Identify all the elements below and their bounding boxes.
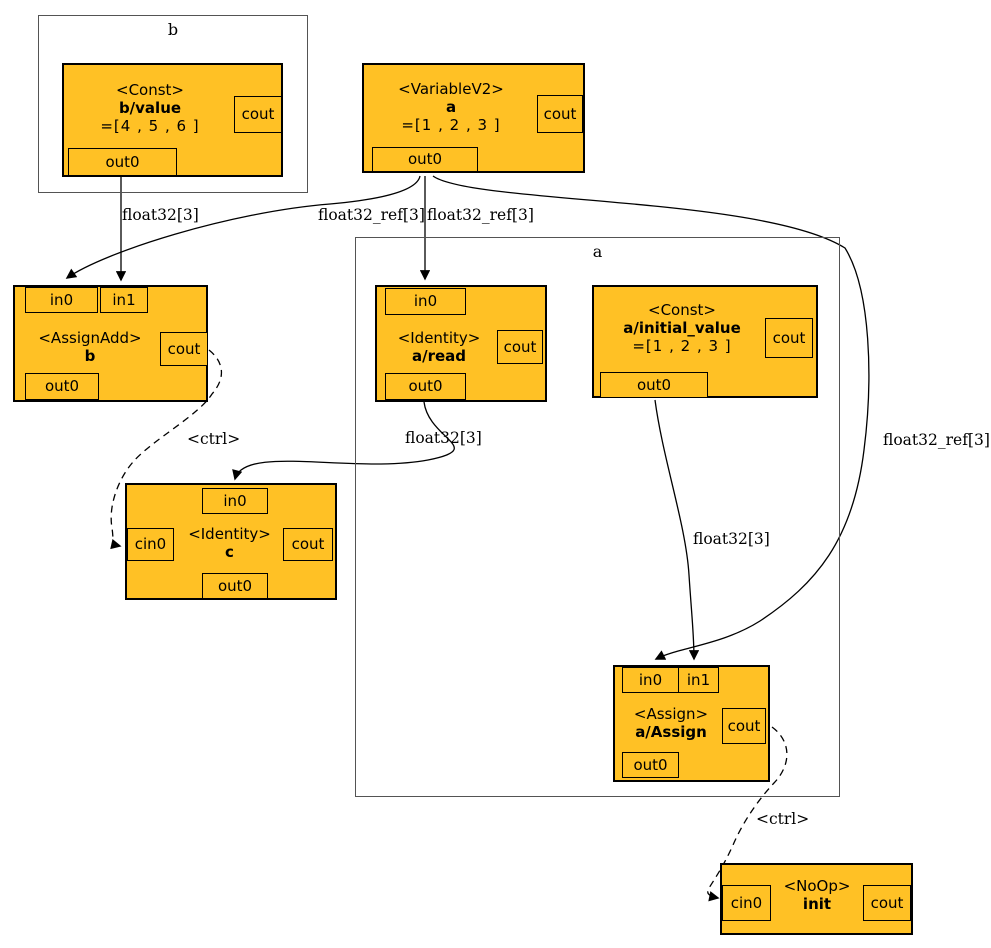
cluster-b: b [38, 15, 308, 193]
node-assign-a-assign: in0 in1 <Assign> a/Assign cout out0 [613, 665, 770, 782]
node-const-a-initial-value: <Const> a/initial_value =[1 , 2 , 3 ] co… [592, 285, 818, 398]
node-type-label: <Identity> [188, 525, 271, 543]
node-name: b [84, 347, 96, 365]
node-value: =[4 , 5 , 6 ] [100, 117, 200, 135]
node-type-label: <Const> [116, 81, 184, 99]
edge-label-float32-aread-c: float32[3] [405, 429, 482, 447]
cluster-a: a [355, 237, 840, 797]
port-out0: out0 [372, 147, 478, 172]
node-noop-init: cin0 <NoOp> init cout [720, 863, 913, 935]
edge-label-ctrl-init: <ctrl> [756, 810, 810, 828]
cluster-a-label: a [592, 242, 603, 261]
port-cout: cout [497, 330, 543, 364]
edge-label-float32-bvalue: float32[3] [122, 206, 199, 224]
node-name: a [445, 98, 457, 116]
node-name: a/initial_value [623, 319, 741, 337]
node-name: b/value [118, 99, 182, 117]
edge-label-float32-initvalue: float32[3] [693, 530, 770, 548]
node-type-label: <Assign> [633, 705, 709, 723]
port-in0: in0 [385, 288, 466, 315]
port-cout: cout [283, 528, 333, 561]
port-cout: cout [537, 95, 583, 133]
port-cin0: cin0 [722, 885, 771, 921]
port-cin0: cin0 [127, 528, 174, 561]
port-out0: out0 [622, 752, 679, 778]
node-variablev2-a: <VariableV2> a =[1 , 2 , 3 ] cout out0 [362, 63, 585, 173]
node-type-label: <VariableV2> [398, 80, 504, 98]
port-in0: in0 [202, 488, 268, 514]
node-value: =[1 , 2 , 3 ] [401, 116, 501, 134]
node-identity-c: in0 cin0 <Identity> c cout out0 [125, 483, 337, 600]
node-name: c [225, 543, 234, 561]
port-out0: out0 [385, 373, 466, 400]
port-out0: out0 [202, 573, 268, 599]
port-out0: out0 [68, 148, 177, 176]
node-name: init [802, 895, 832, 913]
port-in0: in0 [622, 667, 679, 693]
port-cout: cout [863, 885, 911, 921]
port-cout: cout [234, 96, 282, 133]
port-in0: in0 [25, 287, 98, 313]
node-name: a/read [411, 347, 467, 365]
node-type-label: <Identity> [397, 329, 481, 347]
cluster-b-label: b [167, 20, 179, 39]
node-assignadd-b: in0 in1 <AssignAdd> b cout out0 [13, 285, 208, 402]
port-in1: in1 [100, 287, 148, 313]
edge-label-ctrl-c: <ctrl> [187, 430, 241, 448]
node-value: =[1 , 2 , 3 ] [632, 337, 732, 355]
edge-label-ref-aassign: float32_ref[3] [883, 431, 990, 449]
node-type-label: <AssignAdd> [38, 329, 142, 347]
port-out0: out0 [25, 373, 99, 400]
node-const-b-value: <Const> b/value =[4 , 5 , 6 ] cout out0 [62, 63, 283, 177]
port-cout: cout [722, 708, 766, 744]
node-type-label: <NoOp> [783, 877, 851, 895]
port-cout: cout [765, 318, 813, 358]
edge-label-ref-assignadd: float32_ref[3] [318, 206, 425, 224]
node-name: a/Assign [635, 723, 707, 741]
port-in1: in1 [678, 667, 719, 693]
node-identity-a-read: in0 <Identity> a/read cout out0 [375, 285, 547, 402]
node-type-label: <Const> [648, 301, 716, 319]
edge-label-ref-aread: float32_ref[3] [427, 206, 534, 224]
port-out0: out0 [600, 372, 708, 398]
port-cout: cout [160, 332, 208, 366]
